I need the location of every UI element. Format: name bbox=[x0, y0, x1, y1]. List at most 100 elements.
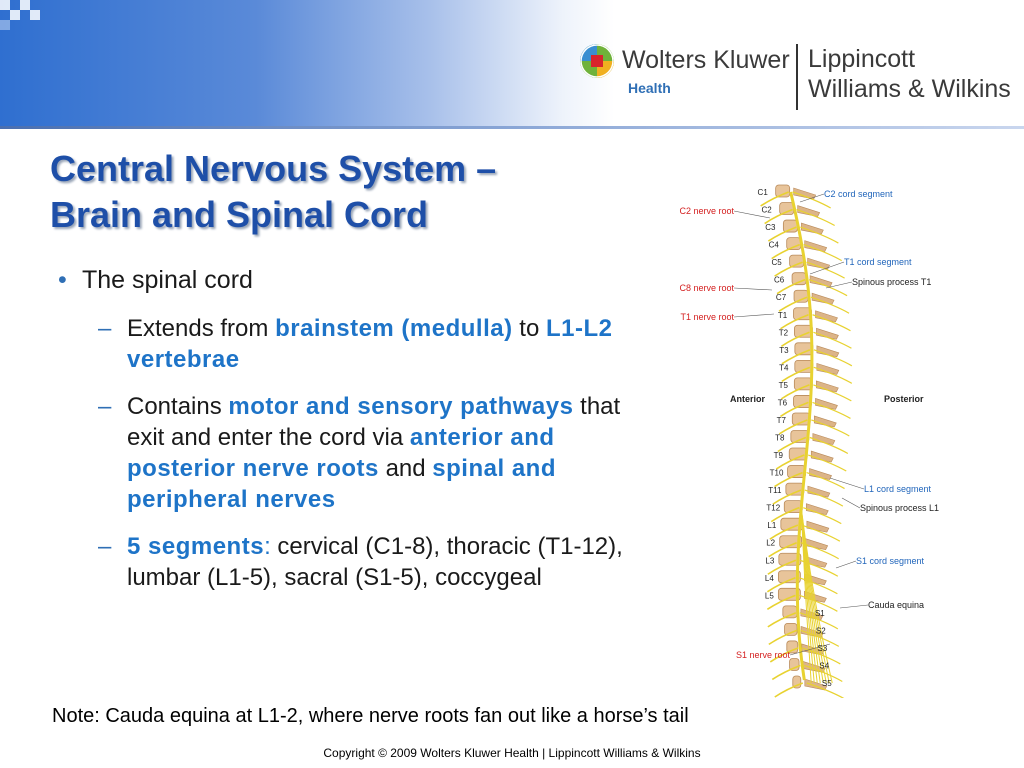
label-s1-nerve-root: S1 nerve root bbox=[736, 650, 791, 660]
dash-icon: – bbox=[98, 315, 112, 342]
imprint-line-2: Williams & Wilkins bbox=[808, 75, 1011, 103]
label-t1-cord-segment: T1 cord segment bbox=[844, 257, 912, 267]
label-spinous-process-l1: Spinous process L1 bbox=[860, 503, 939, 513]
slide-body: • The spinal cord – Extends from brainst… bbox=[58, 266, 628, 609]
nerve-root bbox=[804, 664, 843, 682]
nerve-root bbox=[772, 489, 802, 505]
label-t1-nerve-root-leader bbox=[733, 313, 775, 318]
nerve-root bbox=[767, 612, 797, 628]
nerve-root bbox=[768, 629, 798, 646]
nerve-root bbox=[767, 226, 797, 242]
vertebra-label: L4 bbox=[765, 574, 774, 583]
nerve-root bbox=[799, 577, 838, 595]
dash-icon: – bbox=[98, 393, 112, 420]
vertebra-label: T9 bbox=[774, 451, 784, 460]
bullet-spinal-cord: • The spinal cord bbox=[58, 266, 628, 295]
label-l1-cord-segment: L1 cord segment bbox=[864, 484, 932, 494]
vertebra-label: C2 bbox=[762, 206, 773, 215]
nerve-root bbox=[806, 261, 845, 279]
vertebra bbox=[779, 535, 803, 549]
brand-division: Health bbox=[628, 80, 671, 96]
vertebra-label: L3 bbox=[765, 556, 774, 565]
nerve-root bbox=[799, 594, 838, 612]
nerve-root bbox=[771, 664, 801, 681]
label-c2-cord-segment: C2 cord segment bbox=[824, 189, 893, 199]
nerve-root bbox=[800, 226, 839, 244]
label-c8-nerve-root-leader bbox=[733, 287, 773, 291]
vertebra-label: T11 bbox=[768, 486, 782, 495]
nerve-root bbox=[809, 436, 849, 455]
vertebra-label: T10 bbox=[770, 469, 784, 478]
nerve-root bbox=[778, 296, 808, 312]
vertebra-label: T3 bbox=[779, 346, 789, 355]
subbullet-segments: – 5 segments: cervical (C1-8), thoracic … bbox=[58, 531, 628, 593]
nerve-root bbox=[774, 682, 804, 698]
vertebra-label: S1 bbox=[815, 609, 825, 618]
banner-divider bbox=[0, 126, 1024, 129]
spine-svg: C1C2C3C4C5C6C7T1T2T3T4T5T6T7T8T9T10T11T1… bbox=[679, 184, 939, 700]
nerve-root bbox=[801, 524, 841, 542]
spinal-cord bbox=[789, 191, 814, 681]
label-c2-cord-segment-leader bbox=[799, 193, 825, 203]
highlight-segments: 5 segments bbox=[127, 533, 265, 560]
nerve-root bbox=[767, 559, 797, 575]
nerve-root bbox=[766, 594, 796, 610]
label-l1-cord-segment-leader bbox=[829, 477, 865, 490]
vertebra bbox=[778, 552, 802, 566]
nerve-root bbox=[764, 208, 793, 225]
nerve-root bbox=[768, 541, 797, 558]
highlight-pathways: motor and sensory pathways bbox=[228, 393, 574, 420]
nerve-root bbox=[803, 244, 842, 262]
label-c8-nerve-root: C8 nerve root bbox=[679, 283, 734, 293]
footnote: Note: Cauda equina at L1-2, where nerve … bbox=[52, 705, 689, 727]
nerve-root bbox=[812, 314, 851, 332]
label-t1-cord-segment-leader bbox=[809, 261, 845, 275]
vertebra-label: C6 bbox=[774, 276, 785, 285]
highlight-brainstem: brainstem (medulla) bbox=[275, 315, 513, 342]
highlight-vertebrae: L1-L2 vertebrae bbox=[127, 315, 613, 373]
nerve-root bbox=[806, 472, 845, 490]
imprint-name: Lippincott Williams & Wilkins bbox=[808, 44, 1011, 104]
highlight-nerve-roots: anterior and posterior nerve roots bbox=[127, 424, 555, 482]
label-s1-cord-segment: S1 cord segment bbox=[856, 556, 925, 566]
vertebra-label: C3 bbox=[765, 223, 776, 232]
nerve-root bbox=[770, 506, 800, 523]
nerve-root bbox=[781, 366, 811, 383]
bullet-text: The spinal cord bbox=[82, 266, 253, 294]
title-line-2: Brain and Spinal Cord bbox=[50, 194, 429, 235]
highlight-peripheral-nerves: spinal and peripheral nerves bbox=[127, 455, 556, 513]
slide-title: Central Nervous System – Brain and Spina… bbox=[50, 146, 650, 238]
contains-text: Contains bbox=[127, 393, 229, 420]
vertebra bbox=[777, 570, 801, 584]
nerve-root bbox=[769, 524, 799, 540]
nerve-root bbox=[766, 577, 796, 593]
label-cauda-equina-leader bbox=[839, 604, 869, 609]
nerve-root bbox=[799, 612, 839, 630]
nerve-root bbox=[780, 331, 810, 347]
wolters-kluwer-globe-icon bbox=[580, 44, 614, 78]
vertebra-label: T12 bbox=[766, 504, 780, 513]
label-anterior: Anterior bbox=[730, 394, 766, 404]
nerve-root bbox=[810, 296, 850, 314]
nerve-root bbox=[775, 454, 805, 470]
vertebra-label: L2 bbox=[766, 539, 775, 548]
vertebra bbox=[777, 587, 801, 601]
label-cauda-equina: Cauda equina bbox=[868, 600, 924, 610]
nerve-root bbox=[771, 243, 800, 260]
vertebra-label: C5 bbox=[772, 258, 783, 267]
extends-to: to bbox=[512, 315, 546, 342]
spinous-process bbox=[804, 590, 827, 603]
vertebra-label: T5 bbox=[779, 381, 789, 390]
nerve-root bbox=[780, 384, 810, 400]
publisher-logo: Wolters Kluwer Health Lippincott William… bbox=[580, 42, 1020, 114]
subbullet-contains: – Contains motor and sensory pathways th… bbox=[58, 391, 628, 515]
label-c2-nerve-root-leader bbox=[733, 210, 771, 219]
spinous-process bbox=[806, 520, 830, 533]
vertebra-label: T2 bbox=[779, 328, 789, 337]
nerve-root bbox=[760, 191, 789, 207]
extends-text: Extends from bbox=[127, 315, 276, 342]
nerve-root bbox=[796, 208, 835, 227]
vertebra-label: S5 bbox=[822, 679, 832, 688]
nerve-root bbox=[813, 331, 852, 349]
